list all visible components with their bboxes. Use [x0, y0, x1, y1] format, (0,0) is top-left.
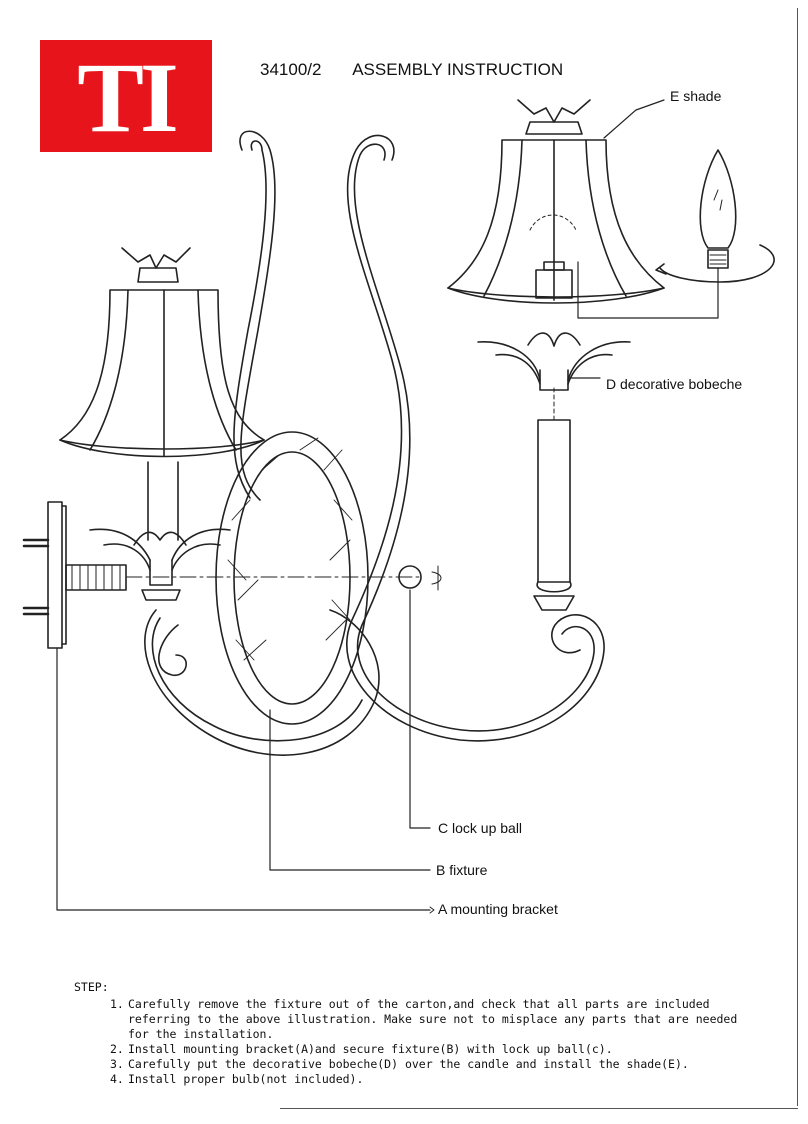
page-border-bottom [280, 1108, 798, 1109]
assembly-centerline [125, 565, 442, 591]
left-candle [89, 461, 231, 601]
brand-logo: TI [40, 40, 212, 152]
fixture-backplate [215, 431, 369, 725]
step-number: 3. [110, 1057, 124, 1071]
model-number: 34100/2 [260, 60, 322, 79]
page-border-right [797, 8, 798, 1106]
steps-title: STEP: [74, 980, 109, 994]
lock-ball-part [398, 565, 422, 589]
label-lock-up-ball: C lock up ball [438, 820, 523, 836]
step-text: Install mounting bracket(A)and secure fi… [128, 1042, 613, 1056]
step-text: Carefully remove the fixture out of the … [128, 997, 738, 1041]
step-text: Carefully put the decorative bobeche(D) … [128, 1057, 689, 1071]
step-number: 4. [110, 1072, 124, 1086]
step-text: Install proper bulb(not included). [128, 1072, 364, 1086]
document-title: ASSEMBLY INSTRUCTION [352, 60, 564, 79]
step-item: 2. Install mounting bracket(A)and secure… [74, 1042, 746, 1057]
right-candle [533, 387, 575, 611]
label-leader-lines [56, 99, 665, 914]
candle-bulb [577, 149, 775, 319]
mounting-bracket [22, 501, 127, 649]
fixture-arms [144, 130, 605, 756]
step-number: 2. [110, 1042, 124, 1056]
step-item: 1. Carefully remove the fixture out of t… [74, 997, 746, 1042]
step-number: 1. [110, 997, 124, 1011]
step-item: 4. Install proper bulb(not included). [74, 1072, 746, 1087]
label-decorative-bobeche: D decorative bobeche [606, 376, 743, 392]
assembly-steps: STEP: 1. Carefully remove the fixture ou… [74, 980, 746, 1087]
logo-text: TI [77, 42, 179, 153]
right-shade [447, 99, 665, 304]
label-fixture: B fixture [436, 862, 488, 878]
left-shade [59, 247, 265, 458]
label-mounting-bracket: A mounting bracket [438, 901, 558, 917]
step-item: 3. Carefully put the decorative bobeche(… [74, 1057, 746, 1072]
document-header: 34100/2 ASSEMBLY INSTRUCTION [260, 60, 563, 80]
label-shade: E shade [670, 88, 722, 104]
right-bobeche [477, 332, 631, 391]
